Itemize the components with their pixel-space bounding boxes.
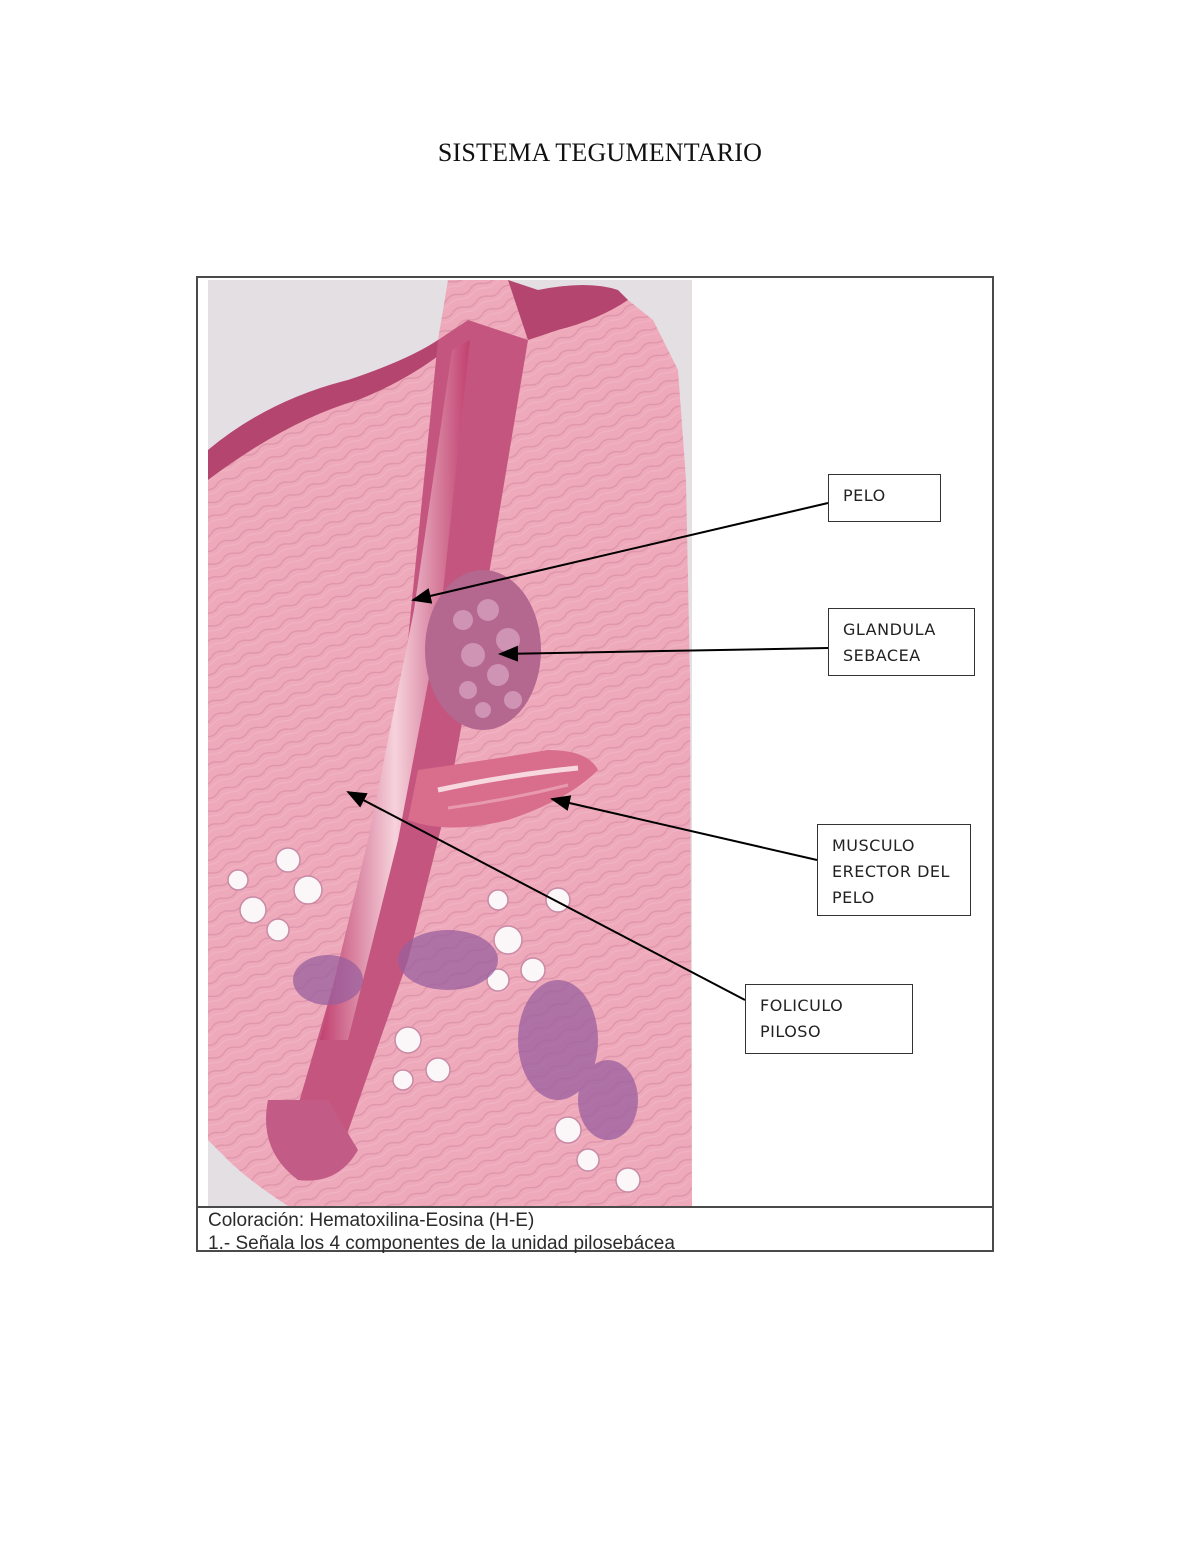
- label-musculo-erector: MUSCULO ERECTOR DEL PELO: [817, 824, 971, 916]
- label-glandula-sebacea: GLANDULA SEBACEA: [828, 608, 975, 676]
- label-pelo: PELO: [828, 474, 941, 522]
- caption-divider: [198, 1206, 992, 1208]
- caption-staining: Coloración: Hematoxilina-Eosina (H-E): [208, 1210, 535, 1231]
- histology-micrograph: [208, 280, 692, 1206]
- page-title: SISTEMA TEGUMENTARIO: [437, 138, 763, 167]
- label-foliculo-piloso: FOLICULO PILOSO: [745, 984, 913, 1054]
- figure-frame: Coloración: Hematoxilina-Eosina (H-E) 1.…: [196, 276, 994, 1254]
- caption-instruction: 1.- Señala los 4 componentes de la unida…: [208, 1233, 675, 1254]
